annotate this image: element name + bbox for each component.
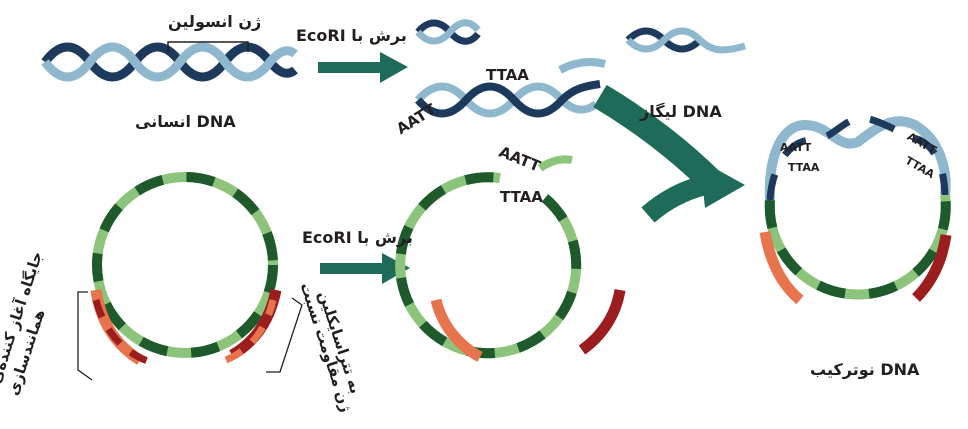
dna-fragment-small-2 <box>625 27 746 54</box>
recomb-ttaa-left-label: TTAA <box>788 161 820 174</box>
origin-bracket <box>77 291 93 381</box>
plasmid-original <box>90 172 282 366</box>
dna-fragment-small <box>415 19 481 45</box>
plasmid-cut <box>395 155 626 362</box>
cut-ecori-bottom-label: برش با EcoRI <box>302 228 413 247</box>
dna-ligase-label: DNA لیگاز <box>640 102 722 121</box>
ttaa-fragment-label: TTAA <box>486 66 529 84</box>
resistance-bracket <box>266 297 303 373</box>
insulin-gene-label: ژن انسولین <box>168 12 262 31</box>
human-dna-label: DNA انسانی <box>135 112 236 131</box>
ttaa-plasmid-label: TTAA <box>500 188 543 206</box>
insulin-fragment <box>415 58 607 118</box>
recomb-aatt-left-label: AATT <box>780 141 812 154</box>
arrow-ligase <box>593 84 745 223</box>
arrow-cut-top <box>318 52 408 83</box>
recombinant-dna-label: DNA نوترکیب <box>810 360 920 379</box>
insulin-gene-bracket <box>167 41 249 52</box>
plasmid-recombinant <box>759 114 952 305</box>
human-dna-helix <box>41 42 298 82</box>
cut-ecori-top-label: برش با EcoRI <box>296 26 407 45</box>
